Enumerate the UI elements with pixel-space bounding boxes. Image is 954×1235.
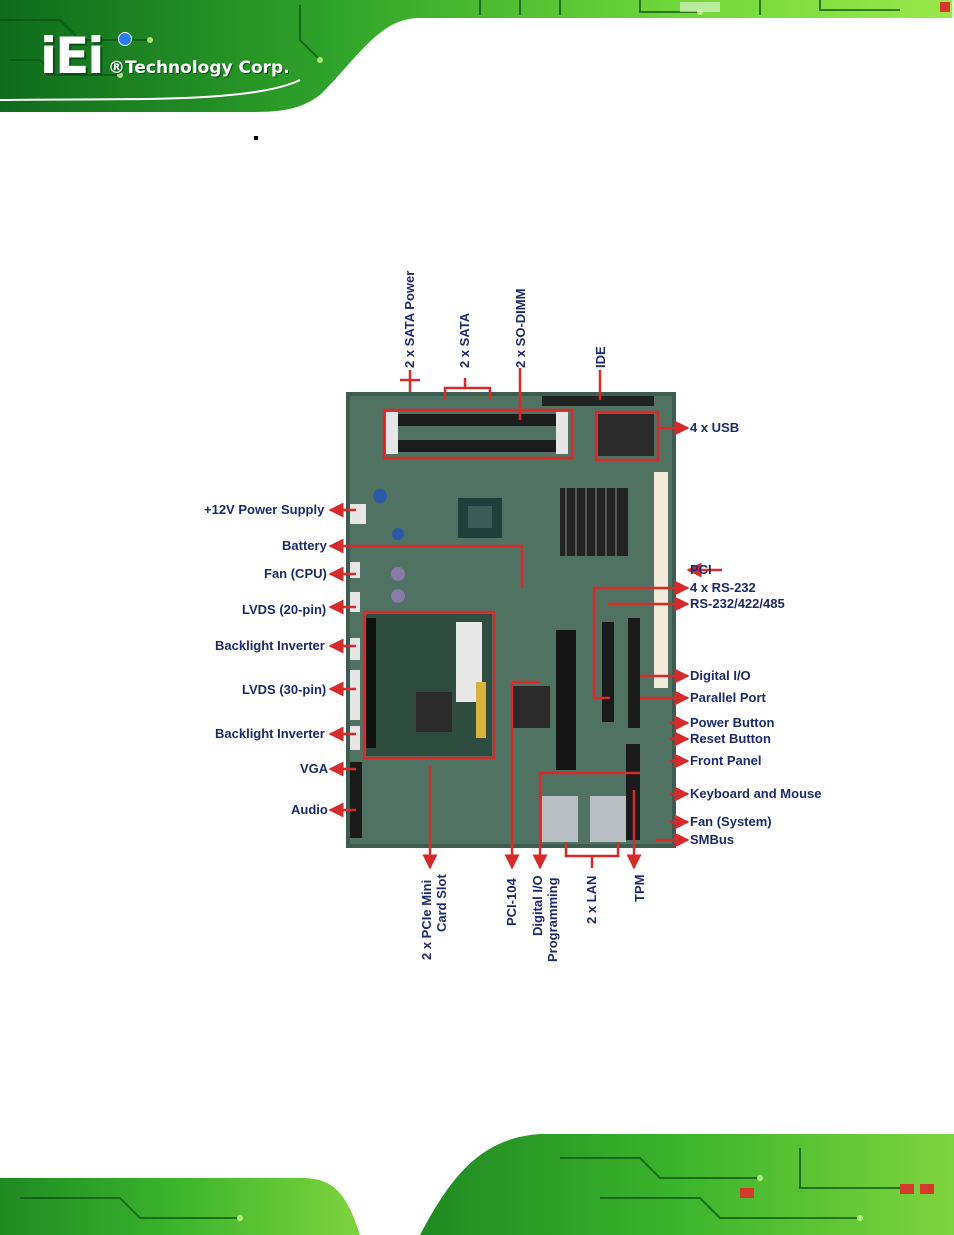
label-fan-cpu: Fan (CPU) (264, 566, 327, 581)
label-dio-prog-line2: Programming (545, 877, 560, 962)
label-sata-power: 2 x SATA Power (402, 270, 417, 368)
logo-mark: iEi (40, 27, 104, 85)
label-front-panel: Front Panel (690, 753, 762, 768)
label-audio: Audio (291, 802, 328, 817)
bullet-point (254, 136, 258, 140)
logo-dot-icon (118, 32, 132, 46)
label-pci104: PCI-104 (504, 878, 519, 926)
label-rs232: 4 x RS-232 (690, 580, 756, 595)
label-lvds-30: LVDS (30-pin) (242, 682, 327, 697)
label-parallel-port: Parallel Port (690, 690, 766, 705)
label-pcie-mini-line2: Card Slot (434, 874, 449, 932)
label-digital-io: Digital I/O (690, 668, 751, 683)
label-power-supply: +12V Power Supply (204, 502, 325, 517)
label-smbus: SMBus (690, 832, 735, 847)
footer-banner (0, 1128, 954, 1235)
label-usb: 4 x USB (690, 420, 740, 435)
label-tpm: TPM (632, 874, 647, 902)
label-backlight-1: Backlight Inverter (215, 638, 325, 653)
label-sodimm: 2 x SO-DIMM (513, 288, 528, 368)
label-backlight-2: Backlight Inverter (215, 726, 325, 741)
label-dio-prog-line1: Digital I/O (530, 875, 545, 936)
label-pcie-mini-line1: 2 x PCIe Mini (419, 879, 434, 960)
label-reset-button: Reset Button (690, 731, 771, 746)
board-layout-figure: +12V Power Supply Battery Fan (CPU) LVDS… (200, 270, 840, 970)
label-sata: 2 x SATA (457, 312, 472, 368)
label-power-button: Power Button (690, 715, 775, 730)
header-banner: iEi ®Technology Corp. (0, 0, 954, 112)
circuit-board-footer-graphic (0, 1128, 954, 1235)
label-battery: Battery (282, 538, 327, 553)
callout-arrows (328, 368, 722, 970)
circuit-board-banner-graphic (0, 0, 954, 112)
label-keyboard-mouse: Keyboard and Mouse (690, 786, 822, 801)
label-pci: PCI (690, 562, 712, 577)
label-lan: 2 x LAN (584, 875, 599, 924)
label-rs485: RS-232/422/485 (690, 596, 785, 611)
label-fan-system: Fan (System) (690, 814, 772, 829)
label-ide: IDE (593, 346, 608, 368)
company-name: ®Technology Corp. (108, 58, 290, 78)
label-vga: VGA (300, 761, 329, 776)
label-lvds-20: LVDS (20-pin) (242, 602, 327, 617)
company-logo: iEi ®Technology Corp. (40, 30, 290, 86)
